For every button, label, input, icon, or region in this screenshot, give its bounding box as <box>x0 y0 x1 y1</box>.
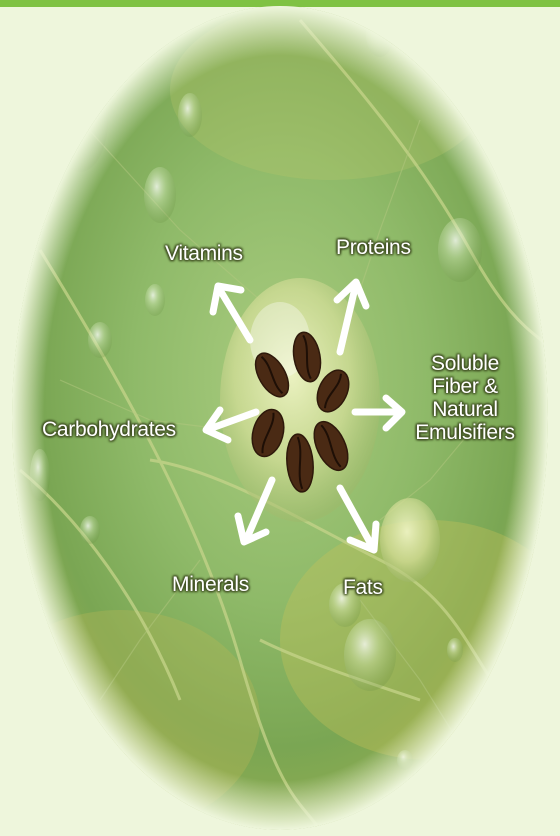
label-soluble-line-3: Natural <box>410 398 520 421</box>
label-minerals: Minerals <box>172 573 249 596</box>
label-fats: Fats <box>343 576 383 599</box>
label-soluble-line-1: Soluble <box>410 352 520 375</box>
label-proteins: Proteins <box>336 236 411 259</box>
label-soluble-line-2: Fiber & <box>410 375 520 398</box>
label-carbohydrates: Carbohydrates <box>42 418 176 441</box>
label-soluble-line-4: Emulsifiers <box>410 421 520 444</box>
label-soluble-fiber: Soluble Fiber & Natural Emulsifiers <box>410 352 520 444</box>
label-vitamins: Vitamins <box>165 242 243 265</box>
